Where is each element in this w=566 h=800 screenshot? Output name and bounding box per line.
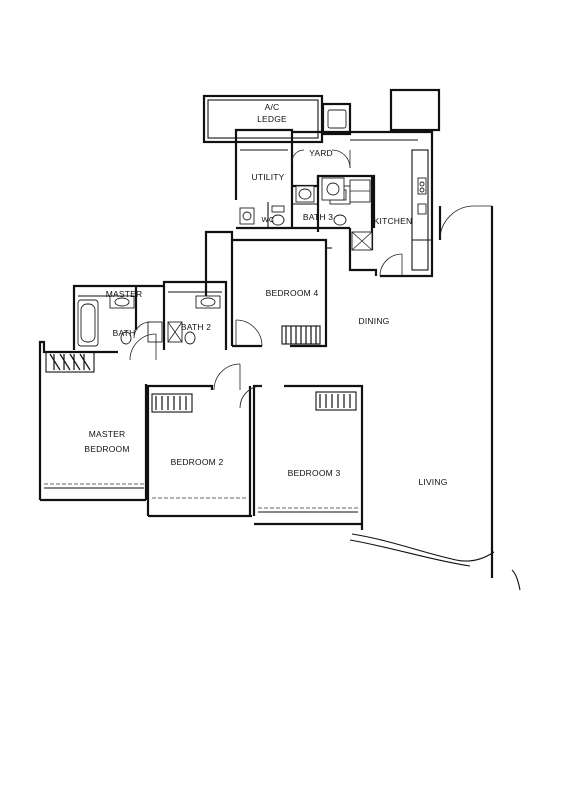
living-label: LIVING bbox=[418, 477, 447, 487]
wc-fixtures bbox=[271, 205, 285, 226]
kitchen-label: KITCHEN bbox=[374, 216, 413, 226]
bedroom4-label: BEDROOM 4 bbox=[266, 288, 319, 298]
kitchen-door bbox=[379, 253, 403, 277]
main-door bbox=[438, 205, 492, 241]
yard-door bbox=[291, 149, 351, 169]
utility-label: UTILITY bbox=[251, 172, 284, 182]
master-bedroom-label: MASTER bbox=[89, 429, 126, 439]
bedroom2-walls bbox=[146, 384, 252, 518]
bedroom4-door bbox=[235, 319, 263, 347]
master-bath-fixtures bbox=[109, 295, 163, 345]
bath2-label: BATH 2 bbox=[181, 322, 211, 332]
yard-fixtures bbox=[321, 177, 371, 203]
bedroom2-door bbox=[213, 363, 241, 391]
master-bedroom-walls bbox=[38, 340, 148, 502]
service-wing-walls bbox=[234, 128, 434, 278]
bedroom3-label: BEDROOM 3 bbox=[288, 468, 341, 478]
bedroom4-window-hatch bbox=[281, 325, 321, 345]
condenser-unit bbox=[321, 102, 352, 136]
master-bath-door bbox=[129, 333, 157, 361]
master-bath-label: MASTER bbox=[106, 289, 143, 299]
bedroom2-label: BEDROOM 2 bbox=[171, 457, 224, 467]
master-bedroom-label-2: BEDROOM bbox=[84, 444, 129, 454]
bedroom2-wardrobe bbox=[151, 393, 193, 413]
master-bedroom-wardrobe bbox=[45, 351, 95, 373]
master-bedroom-window bbox=[44, 483, 144, 489]
service-shaft bbox=[389, 88, 441, 132]
kitchen-fridge bbox=[351, 231, 373, 251]
bath3-label: BATH 3 bbox=[303, 212, 333, 222]
dining-label: DINING bbox=[359, 316, 390, 326]
living-boundary bbox=[349, 206, 521, 591]
master-bath-label-2: BATH bbox=[113, 328, 136, 338]
bedroom3-door bbox=[239, 385, 263, 409]
yard-label: YARD bbox=[309, 148, 333, 158]
utility-fixtures bbox=[239, 207, 255, 225]
bedroom3-window bbox=[258, 507, 358, 513]
ac-ledge-label: A/C bbox=[265, 102, 280, 112]
bathtub bbox=[77, 299, 99, 347]
wc-label: WC bbox=[262, 215, 275, 224]
bedroom4-walls bbox=[204, 230, 332, 348]
ac-ledge-label-2: LEDGE bbox=[257, 114, 287, 124]
bath2-fixtures bbox=[167, 295, 221, 345]
baths-walls bbox=[72, 280, 228, 350]
bedroom3-wardrobe bbox=[315, 391, 357, 411]
